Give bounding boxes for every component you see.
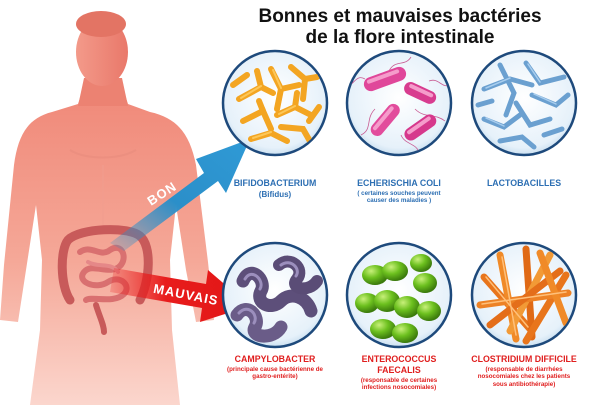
campylobacter-desc: (principale cause bactérienne de gastro-… <box>227 366 323 381</box>
clostridium-difficile-name: CLOSTRIDIUM DIFFICILE <box>471 354 577 364</box>
bifidobacterium-desc: (Bifidus) <box>258 190 292 199</box>
enterococcus-faecalis-name: ENTEROCOCCUS FAECALIS <box>361 354 437 375</box>
lactobacilles-caption: LACTOBACILLES <box>449 178 599 189</box>
clostridium-difficile-desc: (responsable de diarrhées nosocomiales c… <box>477 366 571 388</box>
clostridium-difficile-caption: CLOSTRIDIUM DIFFICILE (responsable de di… <box>449 354 599 388</box>
escherichia-coli-desc: ( certaines souches peuvent causer des m… <box>357 190 441 205</box>
bifidobacterium-caption: BIFIDOBACTERIUM (Bifidus) <box>200 178 350 200</box>
enterococcus-faecalis-desc: (responsable de certaines infections nos… <box>360 377 438 392</box>
bad-arrow <box>110 268 250 322</box>
escherichia-coli-caption: ECHERISCHIA COLI ( certaines souches peu… <box>324 178 474 205</box>
escherichia-coli-name: ECHERISCHIA COLI <box>357 178 441 188</box>
clostridium-difficile-bubble <box>470 241 578 349</box>
title-line-2: de la flore intestinale <box>305 27 495 48</box>
campylobacter-caption: CAMPYLOBACTER (principale cause bactérie… <box>200 354 350 381</box>
title-line-1: Bonnes et mauvaises bactéries <box>258 6 542 27</box>
good-arrow <box>110 139 250 251</box>
bifidobacterium-name: BIFIDOBACTERIUM <box>233 178 317 188</box>
bifidobacterium-bubble <box>221 49 329 157</box>
campylobacter-name: CAMPYLOBACTER <box>234 354 316 364</box>
enterococcus-faecalis-caption: ENTEROCOCCUS FAECALIS (responsable de ce… <box>324 354 474 392</box>
escherichia-coli-bubble <box>345 49 453 157</box>
human-body-illustration <box>0 11 214 405</box>
campylobacter-bubble <box>221 241 329 349</box>
lactobacilles-bubble <box>470 49 578 157</box>
body-silhouette <box>0 11 214 405</box>
lactobacilles-name: LACTOBACILLES <box>486 178 562 188</box>
enterococcus-faecalis-bubble <box>345 241 453 349</box>
diagram-title: Bonnes et mauvaises bactéries de la flor… <box>205 6 595 48</box>
